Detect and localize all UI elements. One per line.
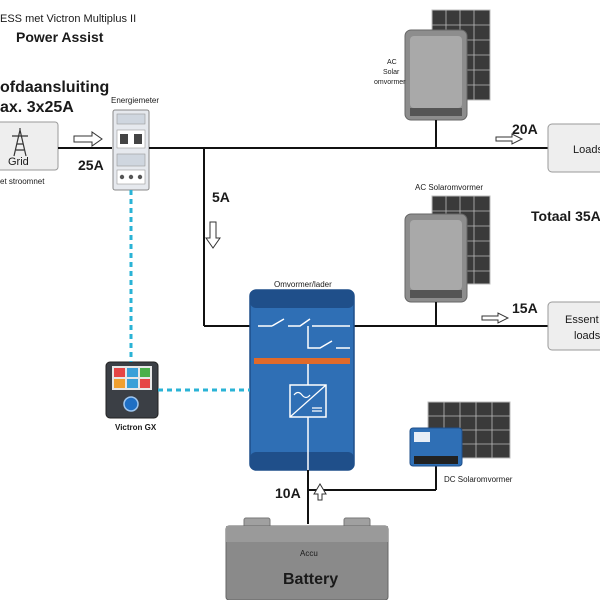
arrow-down-icon	[205, 221, 221, 249]
ac-solar-inverter-top	[404, 29, 468, 121]
loads-label: Loads	[573, 144, 600, 156]
gx-label: Victron GX	[115, 423, 157, 432]
grid-heading-line2: ax. 3x25A	[0, 99, 74, 116]
battery-current: 10A	[275, 485, 301, 501]
inverter-down-current: 5A	[212, 189, 230, 205]
inverter-label: Omvormer/lader	[274, 280, 332, 289]
loads-box: Loads	[547, 123, 600, 173]
arrow-up-icon	[313, 483, 327, 501]
grid-current: 25A	[78, 157, 104, 173]
ac-solar-top-line2: Solar	[383, 69, 400, 76]
energy-meter	[112, 109, 150, 191]
pylon-icon	[12, 128, 28, 157]
ac-solar-top-line3: omvormer	[374, 79, 406, 86]
ac-solar-inverter-mid	[404, 213, 468, 303]
inverter-charger	[249, 289, 355, 471]
battery	[225, 517, 389, 600]
title-line1: ESS met Victron Multiplus II	[0, 13, 136, 25]
essential-loads-line1: Essent	[565, 314, 599, 326]
energy-meter-label: Energiemeter	[111, 96, 159, 105]
grid-label: Grid	[8, 156, 29, 168]
mppt-solar-charger	[409, 427, 463, 467]
dc-solar-label: DC Solaromvormer	[444, 475, 513, 484]
total-label: Totaal 35A	[531, 208, 600, 224]
grid-sublabel: et stroomnet	[0, 177, 45, 186]
essential-loads-box: Essent loads	[547, 301, 600, 351]
title-line2: Power Assist	[16, 29, 104, 45]
victron-gx	[105, 361, 159, 419]
ac-solar-mid-label: AC Solaromvormer	[415, 183, 483, 192]
arrow-right-icon	[481, 312, 510, 324]
arrow-right-icon	[73, 131, 103, 147]
battery-top-label: Accu	[300, 549, 318, 558]
arrow-right-icon	[495, 133, 524, 145]
battery-label: Battery	[283, 571, 338, 588]
essential-loads-current: 15A	[512, 300, 538, 316]
grid-heading-line1: ofdaansluiting	[0, 79, 109, 96]
loads-current: 20A	[512, 121, 538, 137]
ac-solar-top-line1: AC	[387, 59, 397, 66]
essential-loads-line2: loads	[574, 330, 600, 342]
grid-box: Grid	[0, 121, 59, 171]
